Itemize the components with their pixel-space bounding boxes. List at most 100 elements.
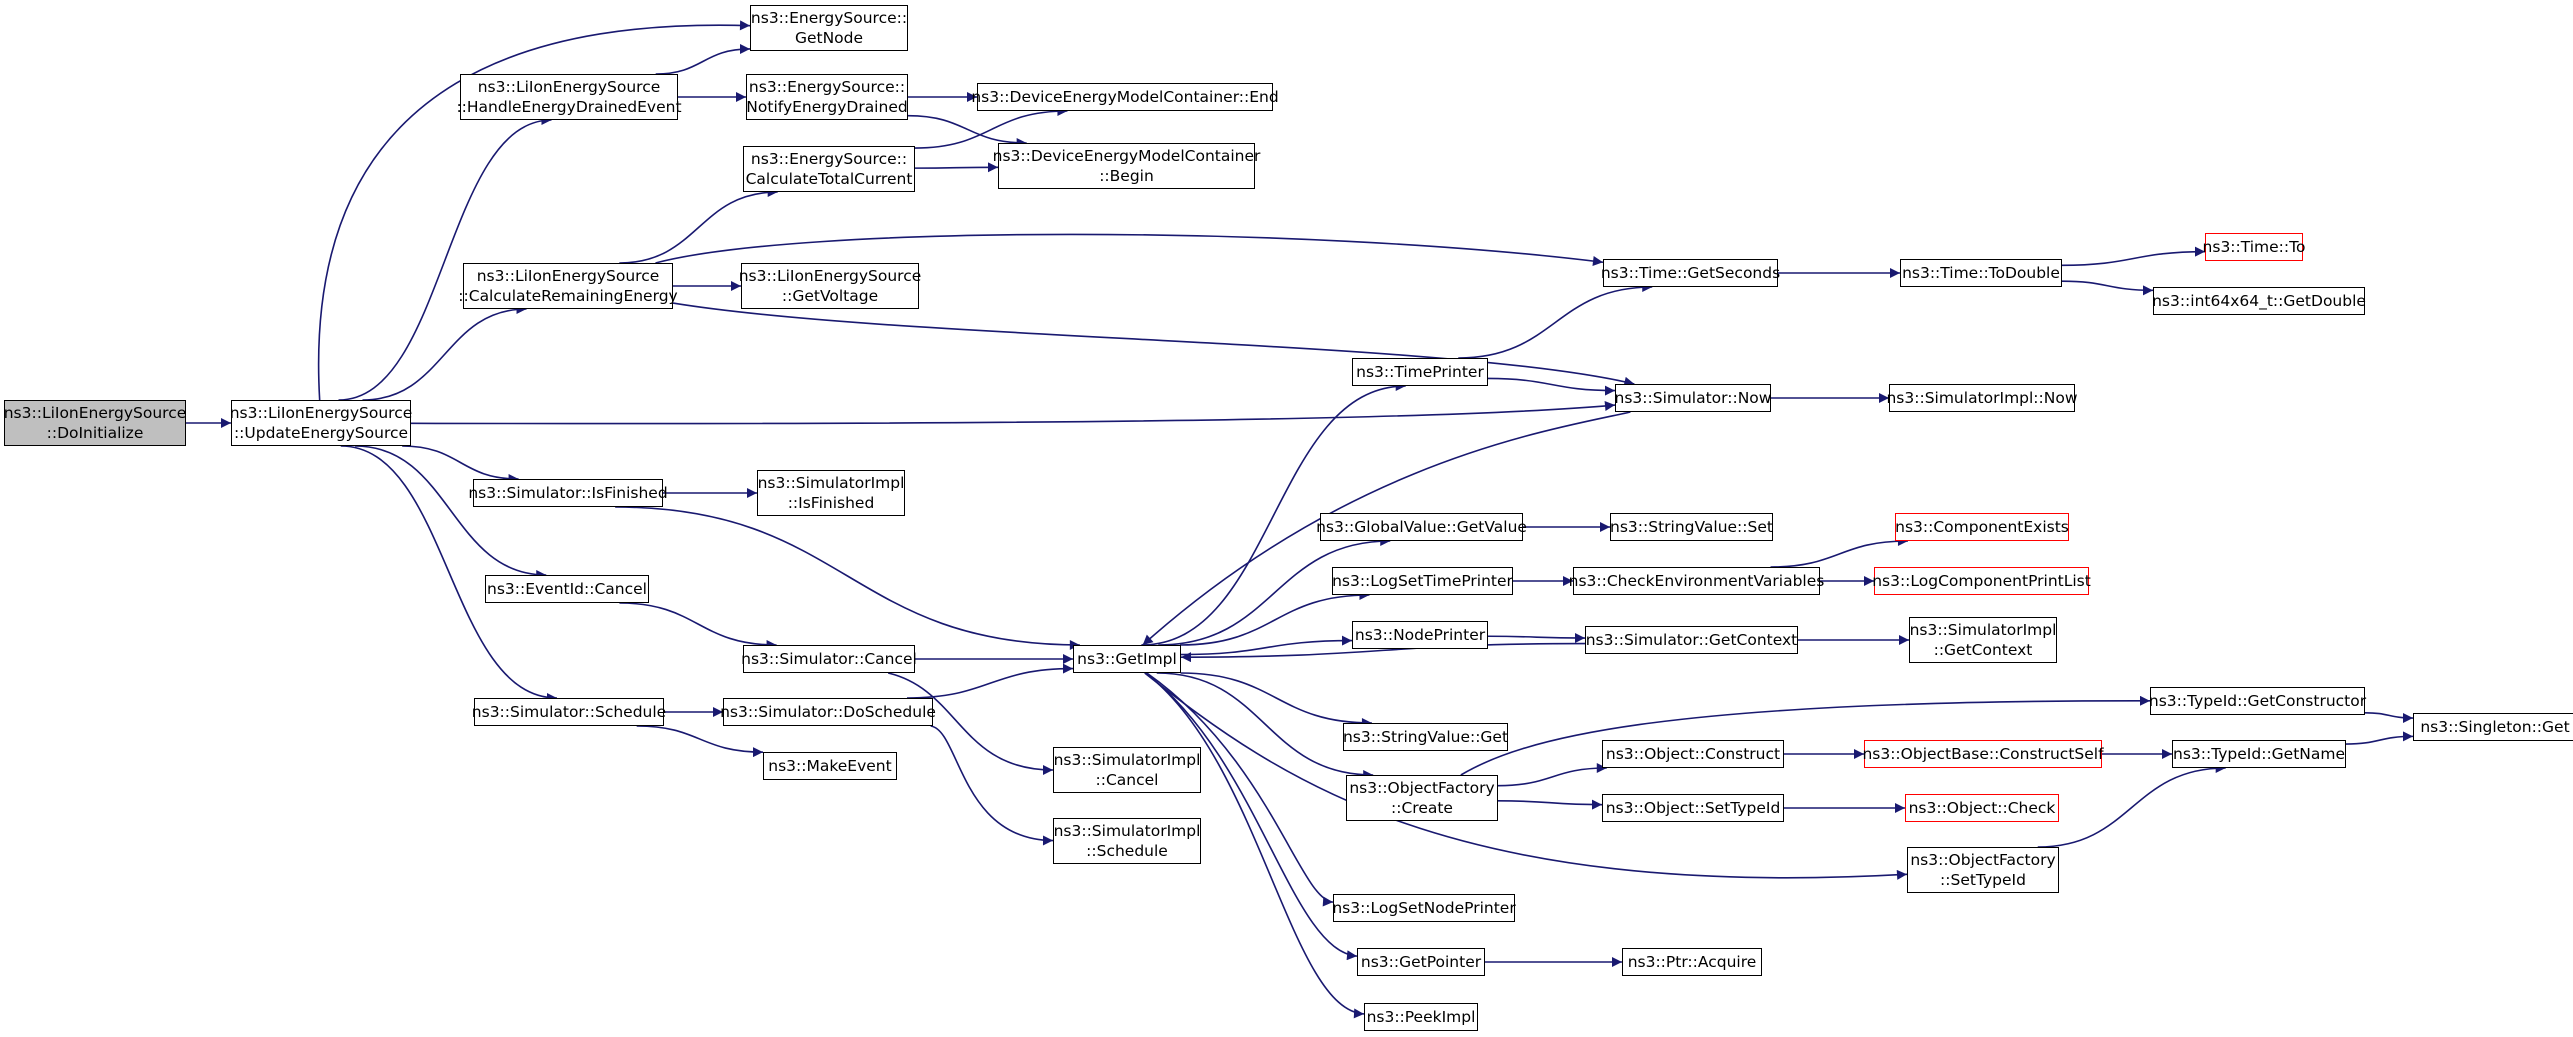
node-nodeprinter[interactable]: ns3::NodePrinter [1352, 621, 1488, 649]
node-getname[interactable]: ns3::TypeId::GetName [2172, 740, 2346, 768]
node-objconstruct[interactable]: ns3::Object::Construct [1602, 740, 1784, 768]
edge-isfinished-to-getimpl [615, 506, 1080, 650]
node-gvgetvalue[interactable]: ns3::GlobalValue::GetValue [1316, 513, 1527, 541]
node-timeto[interactable]: ns3::Time::To [2203, 233, 2305, 261]
edge-getimpl-to-ofcreate [1156, 672, 1374, 780]
node-compexists[interactable]: ns3::ComponentExists [1895, 513, 2069, 541]
node-label-line: ::UpdateEnergySource [233, 424, 409, 442]
node-label-line: ns3::EnergySource:: [748, 78, 906, 96]
node-label-line: ::CalculateRemainingEnergy [458, 287, 678, 305]
node-timeprinter[interactable]: ns3::TimePrinter [1352, 358, 1488, 386]
node-update[interactable]: ns3::LiIonEnergySource::UpdateEnergySour… [229, 400, 413, 446]
edge-checkenv-to-compexists [1770, 536, 1908, 568]
node-label-line: ns3::Simulator::Now [1614, 389, 1772, 407]
node-drained[interactable]: ns3::LiIonEnergySource::HandleEnergyDrai… [456, 74, 682, 120]
edge-timeprinter-to-getseconds [1458, 282, 1653, 359]
node-notify[interactable]: ns3::EnergySource::NotifyEnergyDrained [746, 74, 908, 120]
edge-getimpl-to-getpointer [1144, 672, 1358, 961]
node-demcbegin[interactable]: ns3::DeviceEnergyModelContainer::Begin [993, 143, 1260, 189]
edge-timeprinter-to-simnow [1487, 377, 1616, 396]
node-implisfinished[interactable]: ns3::SimulatorImpl::IsFinished [757, 470, 905, 516]
node-makeevent[interactable]: ns3::MakeEvent [763, 752, 897, 780]
node-label-line: ns3::EnergySource:: [750, 9, 908, 27]
node-simgetctx[interactable]: ns3::Simulator::GetContext [1585, 626, 1798, 654]
node-todouble[interactable]: ns3::Time::ToDouble [1900, 259, 2062, 287]
node-label-line: ns3::EventId::Cancel [487, 580, 647, 598]
edge-nodeprinter-to-simgetctx [1487, 633, 1586, 644]
node-svget[interactable]: ns3::StringValue::Get [1343, 723, 1508, 751]
node-label-line: ns3::LogSetTimePrinter [1332, 572, 1513, 590]
node-label-line: ns3::LiIonEnergySource [229, 404, 413, 422]
node-label-line: ::DoInitialize [46, 424, 144, 442]
node-implschedule[interactable]: ns3::SimulatorImpl::Schedule [1053, 818, 1201, 864]
node-eventcancel[interactable]: ns3::EventId::Cancel [485, 575, 649, 603]
node-simnow[interactable]: ns3::Simulator::Now [1615, 384, 1771, 412]
node-getpointer[interactable]: ns3::GetPointer [1357, 948, 1485, 976]
edge-simgetctx-to-getimpl [1180, 642, 1586, 663]
node-getctor[interactable]: ns3::TypeId::GetConstructor [2149, 687, 2366, 715]
node-isfinished[interactable]: ns3::Simulator::IsFinished [468, 479, 668, 507]
node-label-line: ns3::DeviceEnergyModelContainer [992, 147, 1261, 165]
node-label-line: ns3::int64x64_t::GetDouble [2152, 292, 2366, 310]
node-ptracquire[interactable]: ns3::Ptr::Acquire [1622, 948, 1762, 976]
node-objsettypeid[interactable]: ns3::Object::SetTypeId [1602, 794, 1784, 822]
node-label-line: ns3::Time::ToDouble [1902, 264, 2060, 282]
node-label-line: ::SetTypeId [1940, 871, 2026, 889]
node-label-line: ns3::Simulator::GetContext [1585, 631, 1798, 649]
node-doschedule[interactable]: ns3::Simulator::DoSchedule [720, 698, 936, 726]
node-label-line: GetNode [794, 29, 864, 47]
node-getseconds[interactable]: ns3::Time::GetSeconds [1601, 259, 1780, 287]
node-implgetctx[interactable]: ns3::SimulatorImpl::GetContext [1909, 617, 2057, 663]
node-schedule[interactable]: ns3::Simulator::Schedule [472, 698, 666, 726]
node-label-line: ns3::TypeId::GetName [2173, 745, 2346, 763]
node-simimplnow[interactable]: ns3::SimulatorImpl::Now [1886, 384, 2078, 412]
node-label-line: ns3::ComponentExists [1895, 518, 2069, 536]
node-constructself[interactable]: ns3::ObjectBase::ConstructSelf [1862, 740, 2104, 768]
node-label-line: ::GetContext [1933, 641, 2033, 659]
node-peekimpl[interactable]: ns3::PeekImpl [1364, 1003, 1478, 1031]
edge-todouble-to-timeto [2061, 246, 2206, 267]
node-label-line: ns3::Object::SetTypeId [1605, 799, 1781, 817]
edge-ofcreate-to-objconstruct [1497, 763, 1607, 787]
node-singleton[interactable]: ns3::Singleton::Get [2413, 713, 2573, 741]
node-label-line: ns3::SimulatorImpl [1909, 621, 2057, 639]
node-ofsettypeid[interactable]: ns3::ObjectFactory::SetTypeId [1907, 847, 2059, 893]
node-objcheck[interactable]: ns3::Object::Check [1905, 794, 2059, 822]
node-demcend[interactable]: ns3::DeviceEnergyModelContainer::End [971, 83, 1279, 111]
node-int64get[interactable]: ns3::int64x64_t::GetDouble [2152, 287, 2366, 315]
node-label-line: ::GetVoltage [781, 287, 879, 305]
node-label-line: ns3::Simulator::IsFinished [468, 484, 668, 502]
node-label-line: ns3::GetPointer [1360, 953, 1482, 971]
node-logsettime[interactable]: ns3::LogSetTimePrinter [1332, 567, 1513, 595]
node-label-line: ns3::Object::Construct [1605, 745, 1781, 763]
edge-update-to-eventcancel [355, 445, 547, 580]
edge-ofcreate-to-objsettypeid [1497, 799, 1603, 810]
node-logsetnode[interactable]: ns3::LogSetNodePrinter [1332, 894, 1516, 922]
node-simcancel[interactable]: ns3::Simulator::Cancel [741, 645, 917, 673]
edge-update-to-schedule [340, 445, 557, 703]
edge-schedule-to-makeevent [636, 725, 764, 758]
node-label-line: ns3::MakeEvent [768, 757, 892, 775]
node-svset[interactable]: ns3::StringValue::Set [1610, 513, 1773, 541]
node-getnode[interactable]: ns3::EnergySource::GetNode [750, 5, 908, 51]
node-getvoltage[interactable]: ns3::LiIonEnergySource::GetVoltage [739, 263, 921, 309]
node-label-line: ns3::ObjectBase::ConstructSelf [1862, 745, 2104, 763]
edge-update-to-calcremain [362, 304, 527, 401]
node-calcremain[interactable]: ns3::LiIonEnergySource::CalculateRemaini… [458, 263, 678, 309]
node-implcancel[interactable]: ns3::SimulatorImpl::Cancel [1053, 747, 1201, 793]
edge-drained-to-getnode [655, 43, 751, 75]
node-label-line: ns3::StringValue::Set [1610, 518, 1773, 536]
edge-calcremain-to-simnow [672, 302, 1635, 387]
node-label-line: ns3::LogComponentPrintList [1872, 572, 2091, 590]
node-logcomp[interactable]: ns3::LogComponentPrintList [1872, 567, 2091, 595]
node-label-line: ns3::EnergySource:: [750, 150, 908, 168]
node-checkenv[interactable]: ns3::CheckEnvironmentVariables [1569, 567, 1824, 595]
node-getimpl[interactable]: ns3::GetImpl [1073, 645, 1181, 673]
node-calctotal[interactable]: ns3::EnergySource::CalculateTotalCurrent [743, 146, 915, 192]
node-doinit: ns3::LiIonEnergySource::DoInitialize [4, 400, 186, 446]
edge-getimpl-to-timeprinter [1141, 381, 1406, 646]
edge-update-to-drained [338, 115, 552, 401]
edge-calcremain-to-calctotal [619, 187, 778, 264]
edge-update-to-simnow [410, 400, 1616, 425]
node-ofcreate[interactable]: ns3::ObjectFactory::Create [1346, 775, 1498, 821]
